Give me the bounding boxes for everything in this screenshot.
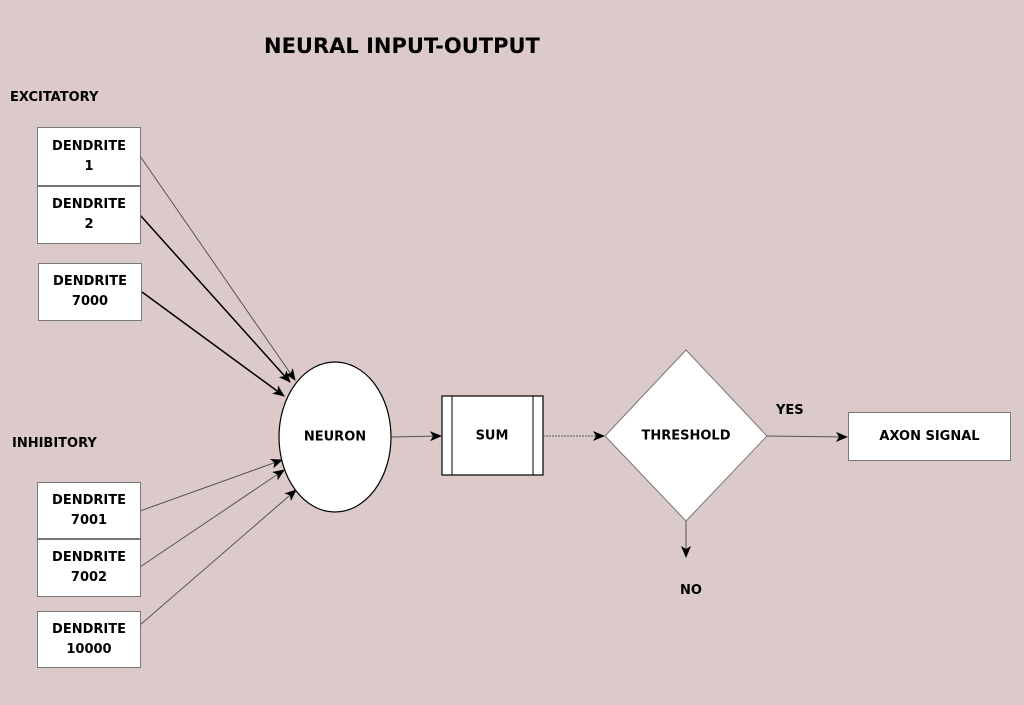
edge-dendrite-7000-neuron <box>141 291 285 397</box>
dendrite-7000-box: DENDRITE 7000 <box>38 263 142 321</box>
no-label: NO <box>680 583 702 598</box>
dendrite-label: DENDRITE <box>52 197 126 212</box>
dendrite-label: DENDRITE <box>52 492 126 508</box>
dendrite-number: 7002 <box>70 570 108 585</box>
neuron-node <box>278 361 392 513</box>
neuron-label: NEURON <box>303 429 367 445</box>
diagram-title: NEURAL INPUT-OUTPUT <box>264 34 540 58</box>
yes-label: YES <box>776 403 804 418</box>
dendrite-7002-box: DENDRITE 7002 <box>37 539 141 597</box>
dendrite-label: DENDRITE <box>52 621 126 637</box>
dendrite-7001-box: DENDRITE 7001 <box>37 482 141 539</box>
edge-dendrite-10000-neuron <box>139 489 297 626</box>
edge-dendrite-7001-neuron <box>139 459 283 512</box>
dendrite-label: DENDRITE <box>53 274 127 289</box>
edge-dendrite-1-neuron <box>139 155 296 381</box>
axon-signal-label: AXON SIGNAL <box>879 428 980 444</box>
dendrite-1-box: DENDRITE 1 <box>37 127 141 186</box>
dendrite-number: 7000 <box>71 294 109 309</box>
dendrite-label: DENDRITE <box>52 550 126 565</box>
dendrite-2-box: DENDRITE 2 <box>37 186 141 244</box>
dendrite-number: 2 <box>84 217 94 232</box>
threshold-label: THRESHOLD <box>641 428 731 444</box>
dendrite-number: 1 <box>84 158 94 174</box>
dendrite-label: DENDRITE <box>52 138 126 154</box>
sum-box <box>441 395 544 476</box>
sum-label: SUM <box>475 428 509 444</box>
dendrite-number: 7001 <box>70 512 108 528</box>
edge-threshold-axon <box>766 431 848 442</box>
excitatory-label: EXCITATORY <box>10 90 99 105</box>
dendrite-number: 10000 <box>66 641 112 657</box>
inhibitory-label: INHIBITORY <box>12 436 97 451</box>
edge-dendrite-2-neuron <box>139 214 291 383</box>
dendrite-10000-box: DENDRITE 10000 <box>37 611 141 668</box>
edge-neuron-sum <box>390 431 442 442</box>
edge-dendrite-7002-neuron <box>139 469 285 568</box>
axon-signal-box: AXON SIGNAL <box>848 412 1011 461</box>
